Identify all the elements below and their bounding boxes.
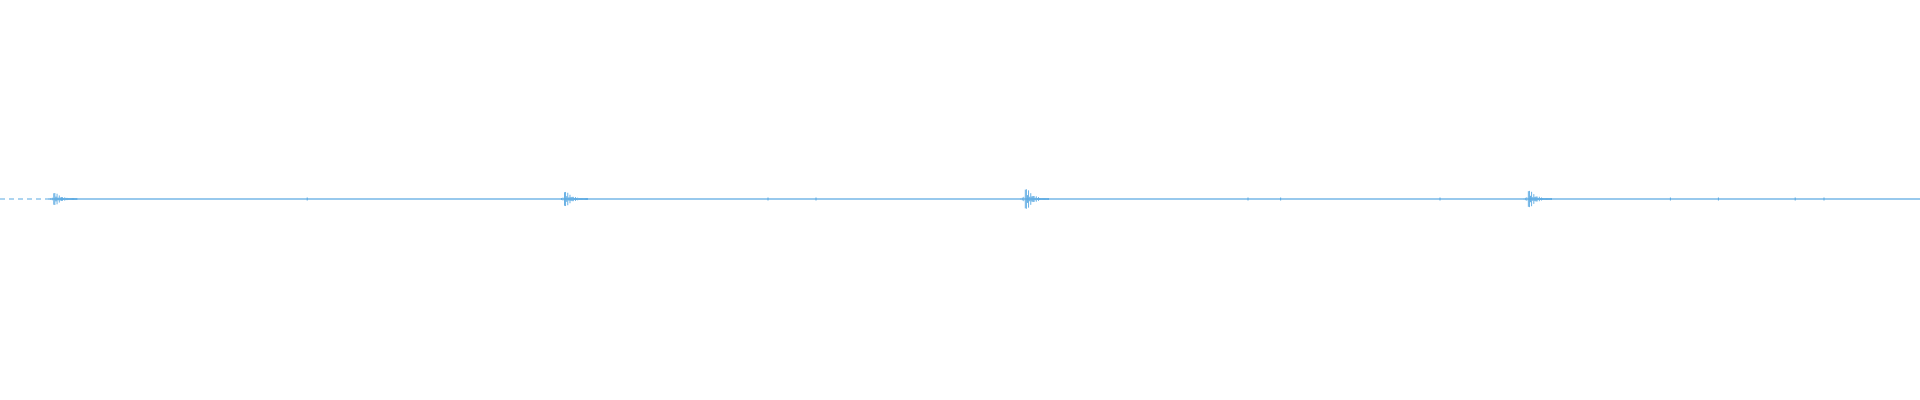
waveform-transient [1020, 189, 1049, 209]
waveform-transient [559, 191, 589, 207]
waveform-trace [0, 189, 1920, 209]
waveform-transient [48, 193, 78, 205]
waveform-transient [1523, 190, 1552, 208]
